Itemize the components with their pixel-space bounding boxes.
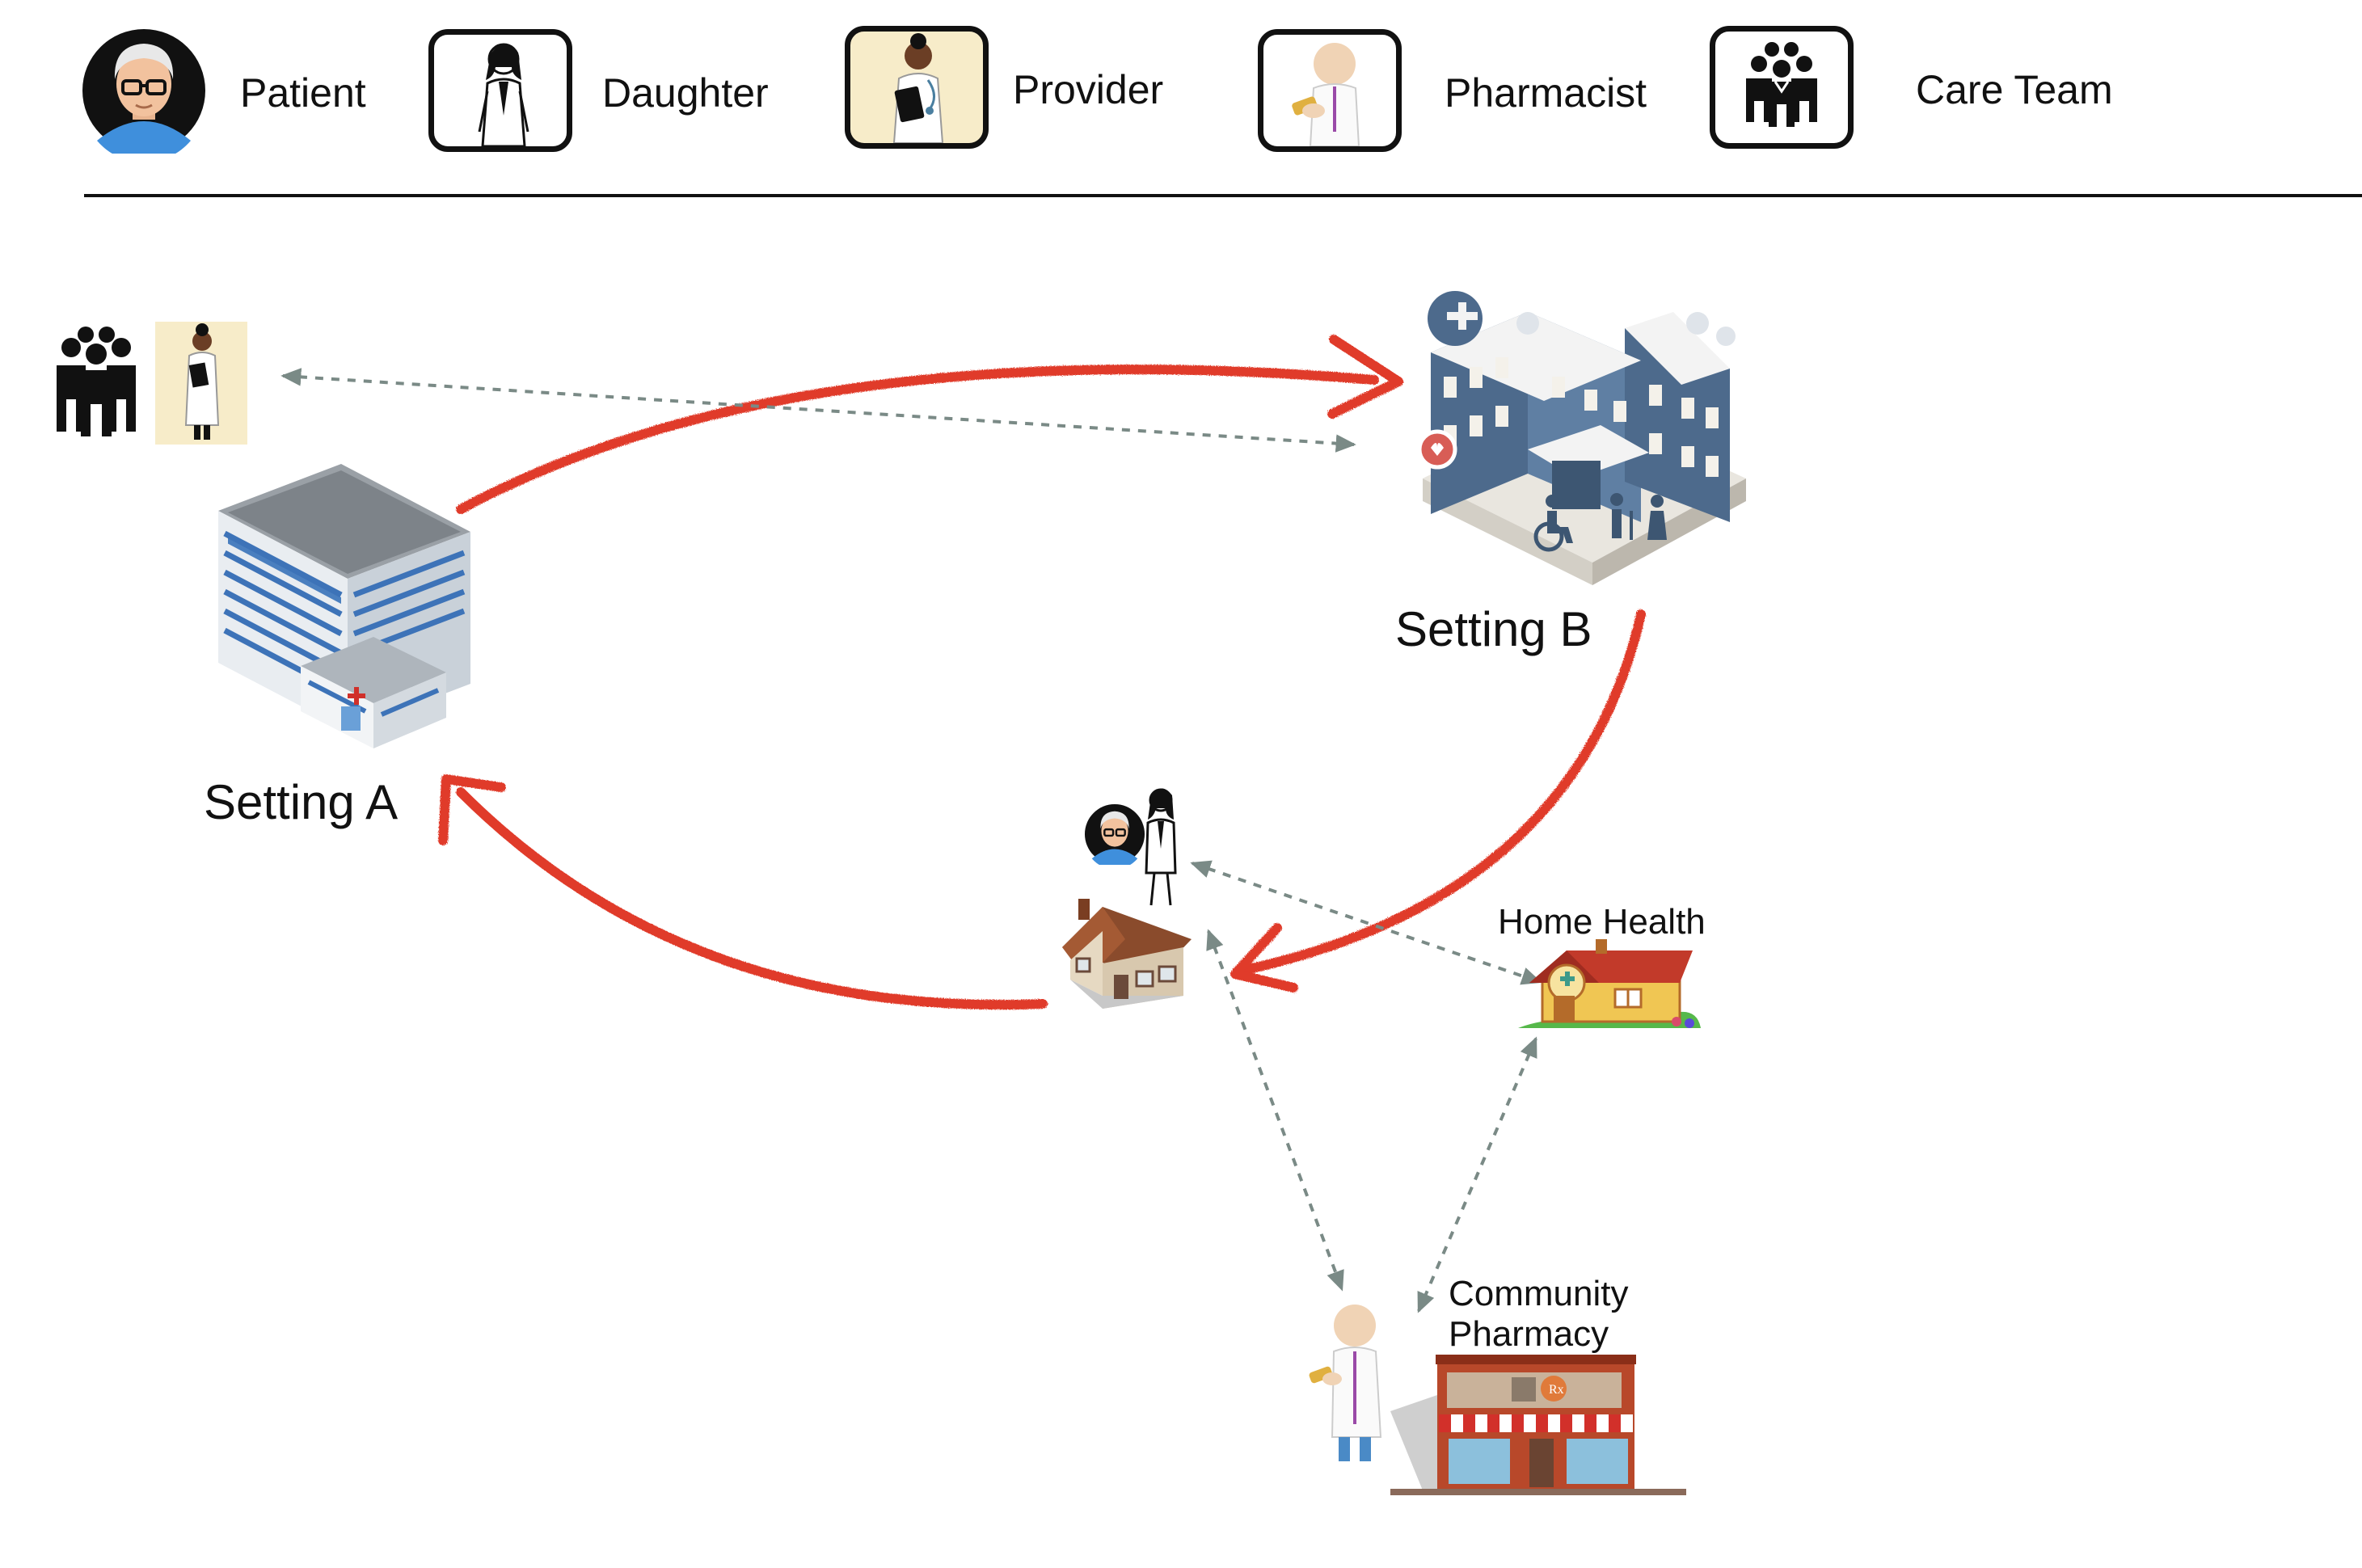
- flow-arrow-home-to-a: [438, 774, 1048, 1010]
- pharmacy-storefront-icon: Rx: [1390, 1355, 1686, 1498]
- setting-a-care-team-icon: [53, 327, 139, 436]
- flow-arrow-a-to-b: [456, 335, 1403, 514]
- legend-label-provider: Provider: [1013, 67, 1164, 112]
- legend-label-patient: Patient: [240, 70, 366, 116]
- legend-divider: [84, 194, 2362, 197]
- legend-label-care-team: Care Team: [1916, 67, 2113, 112]
- home-daughter-icon: [1132, 784, 1188, 912]
- link-care-team-setting-b: [280, 368, 1356, 453]
- home-health-icon: [1518, 938, 1704, 1031]
- link-home-home-health: [1190, 860, 1542, 985]
- community-pharmacy-label-line2: Pharmacy: [1449, 1314, 1609, 1354]
- daughter-icon: [428, 29, 572, 152]
- provider-icon: [845, 26, 989, 149]
- legend-label-daughter: Daughter: [602, 70, 769, 116]
- legend: Patient Daughter Provider: [0, 0, 2362, 202]
- care-facility-icon: [1407, 288, 1754, 603]
- pharmacist-icon: [1258, 29, 1402, 152]
- care-team-icon: [1710, 26, 1854, 149]
- setting-a-provider-icon: [155, 322, 247, 445]
- patient-icon: [81, 27, 207, 154]
- link-home-health-pharmacy: [1417, 1036, 1537, 1313]
- svg-text:Rx: Rx: [1549, 1383, 1564, 1397]
- setting-a-label: Setting A: [204, 775, 399, 829]
- community-pharmacy-label-line1: Community: [1449, 1274, 1629, 1313]
- home-health-label: Home Health: [1498, 902, 1706, 942]
- pharmacist-figure-icon: [1303, 1303, 1389, 1469]
- home-patient-icon: [1084, 803, 1145, 865]
- hospital-icon: [212, 464, 487, 752]
- home-icon: [1054, 891, 1196, 1012]
- legend-label-pharmacist: Pharmacist: [1445, 70, 1647, 116]
- setting-b-label: Setting B: [1395, 602, 1592, 656]
